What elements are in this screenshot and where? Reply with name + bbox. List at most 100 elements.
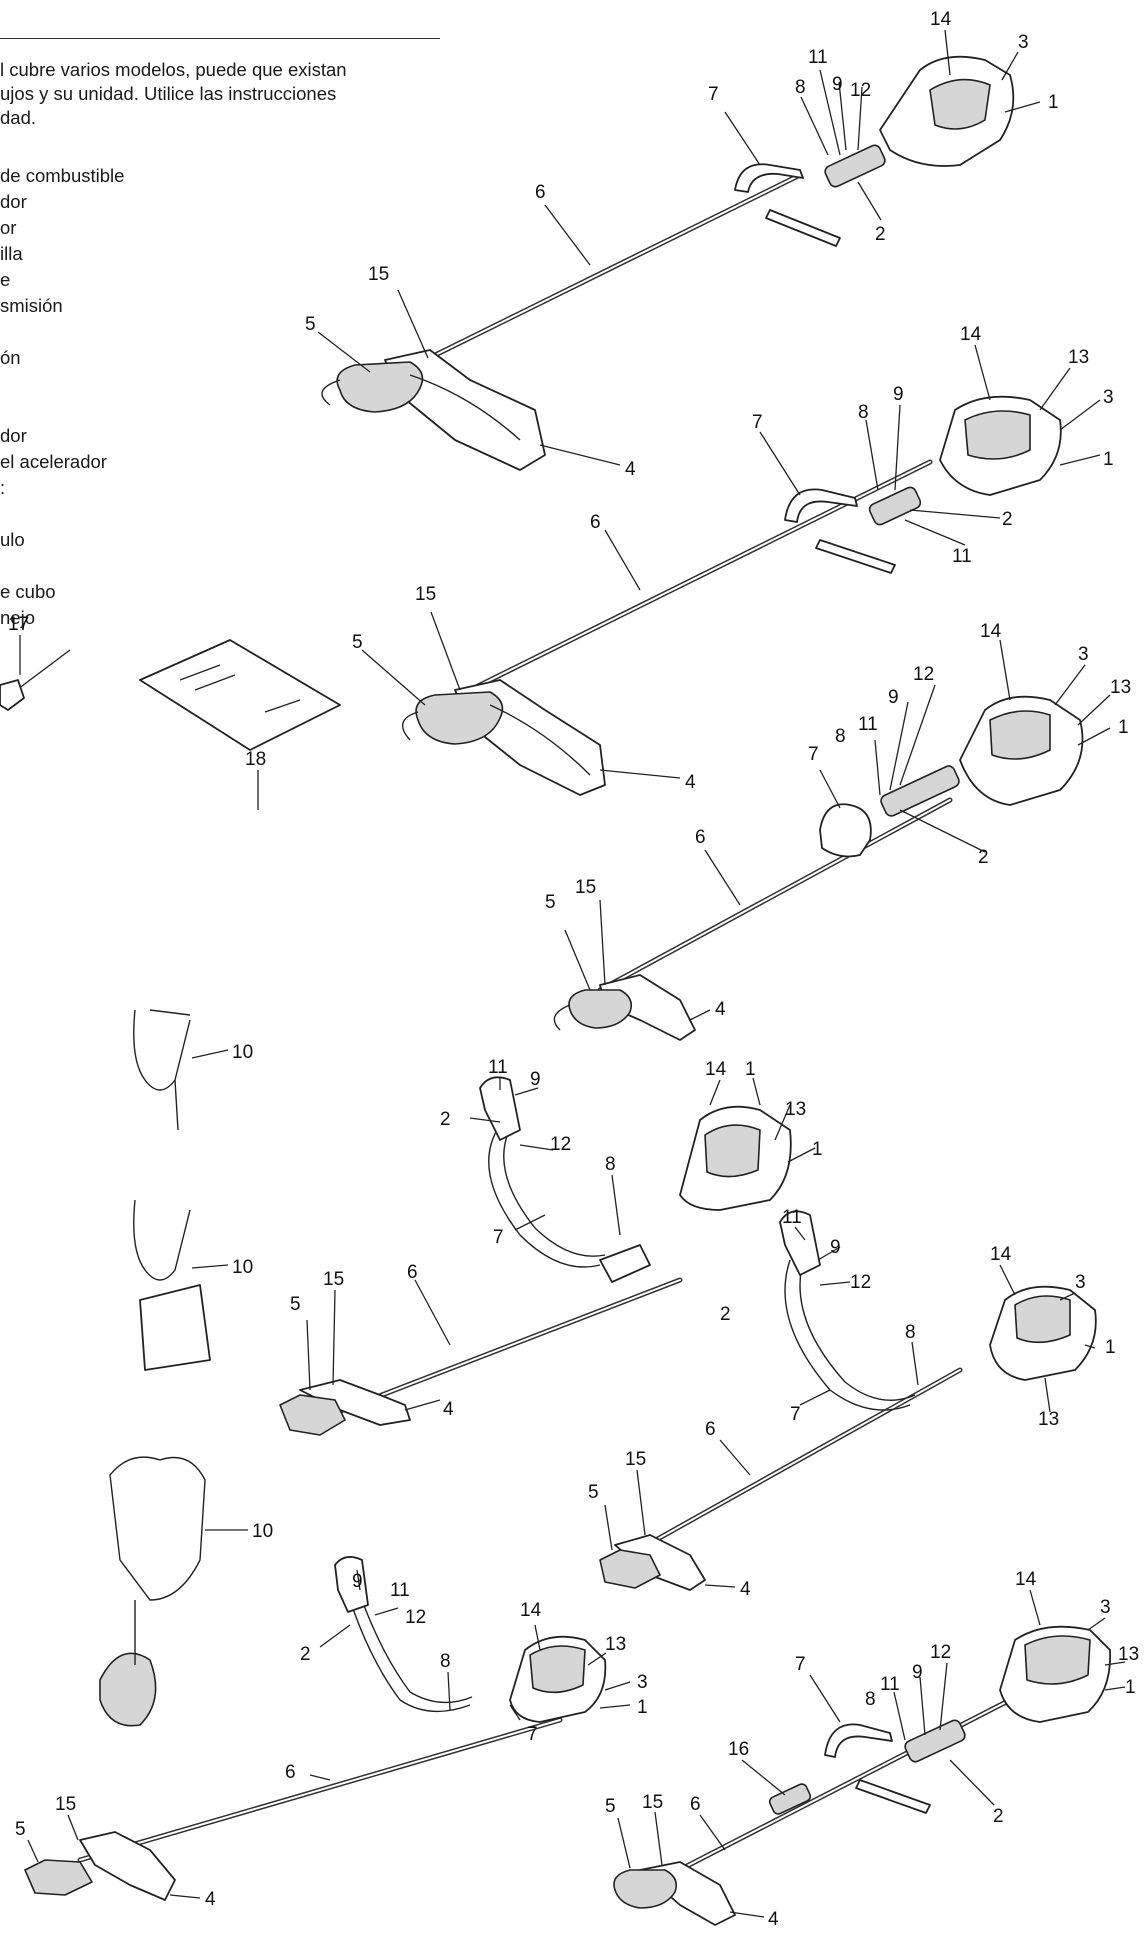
callout-10: 10	[252, 1521, 273, 1542]
intro-text: l cubre varios modelos, puede que exista…	[0, 58, 420, 130]
hip-pad-strap-drawing	[133, 1199, 211, 1371]
legend-item: or	[0, 217, 17, 238]
callout-14: 14	[930, 9, 952, 30]
callout-10: 10	[232, 1042, 253, 1063]
callout-1: 1	[745, 1059, 756, 1080]
callout-8: 8	[865, 1689, 876, 1710]
callout-2: 2	[875, 224, 886, 245]
callout-11: 11	[782, 1207, 802, 1228]
callout-13: 13	[785, 1099, 806, 1120]
callout-4: 4	[625, 459, 636, 480]
callout-6: 6	[285, 1762, 296, 1783]
callout-8: 8	[858, 402, 869, 423]
callout-11: 11	[858, 714, 878, 735]
callout-15: 15	[55, 1794, 76, 1815]
callout-9: 9	[530, 1069, 541, 1090]
callout-14: 14	[1015, 1569, 1037, 1590]
callout-4: 4	[685, 772, 696, 793]
callout-6: 6	[535, 182, 546, 203]
callout-13: 13	[605, 1634, 626, 1655]
callout-7: 7	[790, 1404, 801, 1425]
callout-7: 7	[493, 1227, 504, 1248]
callout-15: 15	[642, 1792, 663, 1813]
callout-7: 7	[795, 1654, 806, 1675]
callout-9: 9	[352, 1571, 363, 1592]
callout-8: 8	[605, 1154, 616, 1175]
legend-item: ón	[0, 347, 21, 368]
callout-2: 2	[1002, 509, 1013, 530]
callout-6: 6	[407, 1262, 418, 1283]
callout-9: 9	[912, 1662, 923, 1683]
callout-14: 14	[980, 621, 1002, 642]
callout-12: 12	[913, 664, 934, 685]
callout-8: 8	[795, 77, 806, 98]
legend-item: de combustible	[0, 165, 125, 186]
callout-11: 11	[488, 1057, 508, 1078]
callout-12: 12	[850, 80, 871, 101]
callout-6: 6	[695, 827, 706, 848]
callout-6: 6	[690, 1794, 701, 1815]
legend-item: el acelerador	[0, 451, 107, 472]
callout-14: 14	[960, 324, 982, 345]
callout-13: 13	[1038, 1409, 1059, 1430]
callout-17: 17	[8, 614, 29, 635]
trimmer-b-drawing	[401, 395, 1062, 796]
shoulder-strap-drawing	[133, 1009, 191, 1131]
trimmer-g-drawing	[613, 1625, 1112, 1926]
callout-1: 1	[1125, 1677, 1136, 1698]
callout-2: 2	[300, 1644, 311, 1665]
legend-item: ulo	[0, 529, 25, 550]
callout-15: 15	[368, 264, 389, 285]
callout-5: 5	[352, 632, 363, 653]
trimmer-c-drawing	[553, 695, 1084, 1041]
callout-11: 11	[880, 1674, 900, 1695]
harness-drawing	[99, 1456, 206, 1727]
callout-14: 14	[990, 1244, 1012, 1265]
header-rule	[0, 38, 440, 39]
callout-5: 5	[290, 1294, 301, 1315]
callout-4: 4	[205, 1889, 216, 1910]
intro-line: ujos y su unidad. Utilice las instruccio…	[0, 83, 337, 104]
callout-7: 7	[808, 744, 819, 765]
callout-2: 2	[993, 1806, 1004, 1827]
callout-1: 1	[1103, 449, 1114, 470]
callout-2: 2	[440, 1109, 451, 1130]
legend-item: dor	[0, 425, 27, 446]
callout-11: 11	[390, 1580, 410, 1601]
callout-13: 13	[1118, 1644, 1139, 1665]
callout-13: 13	[1110, 677, 1131, 698]
parts-legend: de combustible dor or illa e smisión ón …	[0, 163, 124, 631]
callout-8: 8	[905, 1322, 916, 1343]
callout-3: 3	[1078, 644, 1089, 665]
callout-1: 1	[1118, 717, 1129, 738]
callout-3: 3	[1075, 1272, 1086, 1293]
callout-10: 10	[232, 1257, 253, 1278]
callout-13: 13	[1068, 347, 1089, 368]
callout-4: 4	[768, 1909, 779, 1930]
legend-item: smisión	[0, 295, 63, 316]
callout-15: 15	[625, 1449, 646, 1470]
callout-4: 4	[715, 999, 726, 1020]
callout-12: 12	[930, 1642, 951, 1663]
legend-item: :	[0, 477, 6, 498]
intro-line: dad.	[0, 107, 37, 128]
callout-11: 11	[808, 47, 828, 68]
callout-1: 1	[637, 1697, 648, 1718]
callout-12: 12	[550, 1134, 571, 1155]
callout-9: 9	[832, 74, 843, 95]
callout-4: 4	[443, 1399, 454, 1420]
legend-item: e	[0, 269, 11, 290]
callout-1: 1	[812, 1139, 823, 1160]
trimmer-f-drawing	[24, 1556, 607, 1901]
callout-6: 6	[590, 512, 601, 533]
callout-15: 15	[323, 1269, 344, 1290]
manual-drawing	[139, 639, 341, 751]
callout-5: 5	[15, 1819, 26, 1840]
callout-5: 5	[605, 1796, 616, 1817]
callout-12: 12	[850, 1272, 871, 1293]
callout-3: 3	[1103, 387, 1114, 408]
legend-item: e cubo	[0, 581, 56, 602]
callout-14: 14	[520, 1600, 542, 1621]
callout-6: 6	[705, 1419, 716, 1440]
